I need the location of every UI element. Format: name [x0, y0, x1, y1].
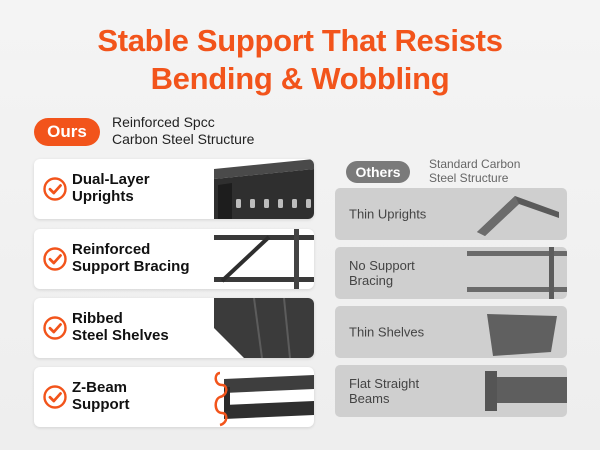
ours-card-ribbed-steel-shelves: Ribbed Steel Shelves	[34, 298, 314, 358]
check-circle-icon	[43, 177, 67, 201]
others-card-thin-uprights: Thin Uprights	[335, 188, 567, 240]
others-card-label: Thin Uprights	[349, 206, 427, 222]
others-card-no-support-bracing: No Support Bracing	[335, 247, 567, 299]
support-bracing-image	[214, 229, 314, 289]
others-card-label: Thin Shelves	[349, 324, 425, 340]
ribbed-shelf-image	[214, 298, 314, 358]
no-bracing-image	[467, 247, 567, 299]
ours-card-label: Z-Beam Support	[72, 379, 130, 413]
others-card-thin-shelves: Thin Shelves	[335, 306, 567, 358]
ours-badge: Ours	[34, 118, 100, 146]
flat-beam-image	[485, 371, 567, 411]
others-card-flat-straight-beams: Flat Straight Beams	[335, 365, 567, 417]
ours-desc-line-2: Carbon Steel Structure	[112, 131, 255, 147]
page-title: Stable Support That Resists Bending & Wo…	[0, 22, 600, 98]
ours-card-reinforced-support-bracing: Reinforced Support Bracing	[34, 229, 314, 289]
ours-card-label: Dual-Layer Uprights	[72, 171, 150, 205]
ours-card-label: Ribbed Steel Shelves	[72, 310, 169, 344]
check-circle-icon	[43, 385, 67, 409]
thin-shelf-image	[487, 314, 557, 356]
others-desc-line-2: Steel Structure	[429, 171, 509, 185]
others-description: Standard Carbon Steel Structure	[429, 157, 520, 185]
z-beam-image	[214, 371, 314, 427]
ours-card-label: Reinforced Support Bracing	[72, 241, 190, 275]
others-card-label: Flat Straight Beams	[349, 376, 420, 406]
ours-desc-line-1: Reinforced Spcc	[112, 114, 215, 130]
check-circle-icon	[43, 316, 67, 340]
ours-description: Reinforced Spcc Carbon Steel Structure	[112, 114, 254, 148]
title-line-1: Stable Support That Resists	[97, 23, 503, 58]
others-badge: Others	[346, 161, 410, 183]
ours-card-z-beam-support: Z-Beam Support	[34, 367, 314, 427]
title-line-2: Bending & Wobbling	[150, 61, 450, 96]
ours-card-dual-layer-uprights: Dual-Layer Uprights	[34, 159, 314, 219]
thin-upright-image	[477, 196, 559, 236]
check-circle-icon	[43, 247, 67, 271]
others-desc-line-1: Standard Carbon	[429, 157, 521, 171]
others-card-label: No Support Bracing	[349, 258, 415, 288]
dual-layer-upright-image	[214, 159, 314, 219]
